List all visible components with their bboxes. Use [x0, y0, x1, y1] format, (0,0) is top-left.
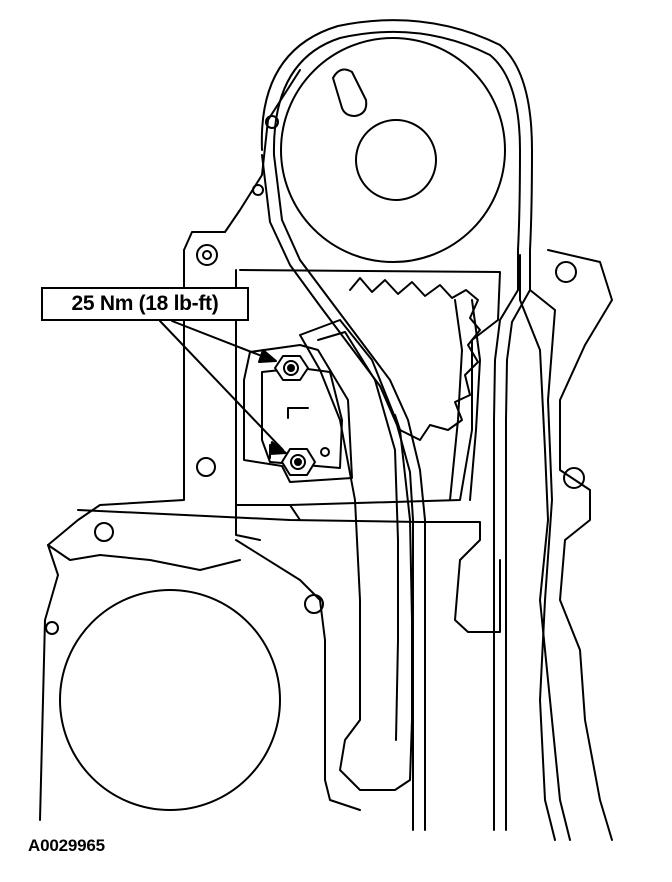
engine-block-middle-plate [235, 269, 501, 506]
tensioner-small-hole [320, 447, 330, 457]
block-bolt-hole [563, 467, 585, 489]
engine-block-right-edge [547, 249, 613, 841]
leader-arrow-lower [269, 441, 287, 455]
timing-chain-left-run [272, 30, 521, 831]
timing-chain-left-run-outer [260, 19, 533, 831]
leader-arrow-upper [258, 349, 277, 363]
timing-chain-right-run-outer [261, 154, 414, 831]
block-bolt-hole [202, 250, 212, 260]
crankshaft-bore [59, 589, 281, 811]
block-bolt-hole [304, 594, 324, 614]
block-bolt-hole [196, 457, 216, 477]
tensioner-mark [287, 407, 309, 419]
cover-rib [449, 299, 463, 501]
engine-block-inner-right [519, 254, 571, 841]
tensioner-arm-inner [317, 331, 399, 741]
leader-line-lower [159, 320, 284, 451]
right-chain-guide [529, 289, 556, 841]
block-bolt-hole [252, 184, 264, 196]
camshaft-sprocket-hub [355, 119, 437, 201]
camshaft-sprocket-slot [332, 68, 368, 117]
camshaft-sprocket [280, 37, 506, 263]
block-bolt-hole [265, 115, 279, 129]
block-bolt-hole [45, 621, 59, 635]
block-bolt-hole [94, 522, 114, 542]
engine-block-outline [39, 69, 301, 821]
tensioner-bolt-upper [274, 355, 309, 381]
cover-rib [469, 299, 481, 501]
block-bolt-hole [555, 261, 577, 283]
cover-rib [235, 504, 261, 541]
tensioner-arm [299, 319, 413, 791]
block-bolt-hole [196, 244, 218, 266]
cover-rib [289, 504, 301, 521]
torque-spec-callout: 25 Nm (18 lb-ft) [41, 287, 249, 321]
leader-line-upper [171, 320, 273, 361]
front-cover-lower [77, 509, 501, 633]
tensioner-bolt-lower [281, 448, 316, 476]
tensioner-body [243, 344, 353, 483]
timing-chain-right-run [273, 154, 426, 831]
front-cover-edge [235, 539, 361, 811]
front-cover-left [47, 544, 241, 571]
figure-id: A0029965 [28, 836, 105, 855]
